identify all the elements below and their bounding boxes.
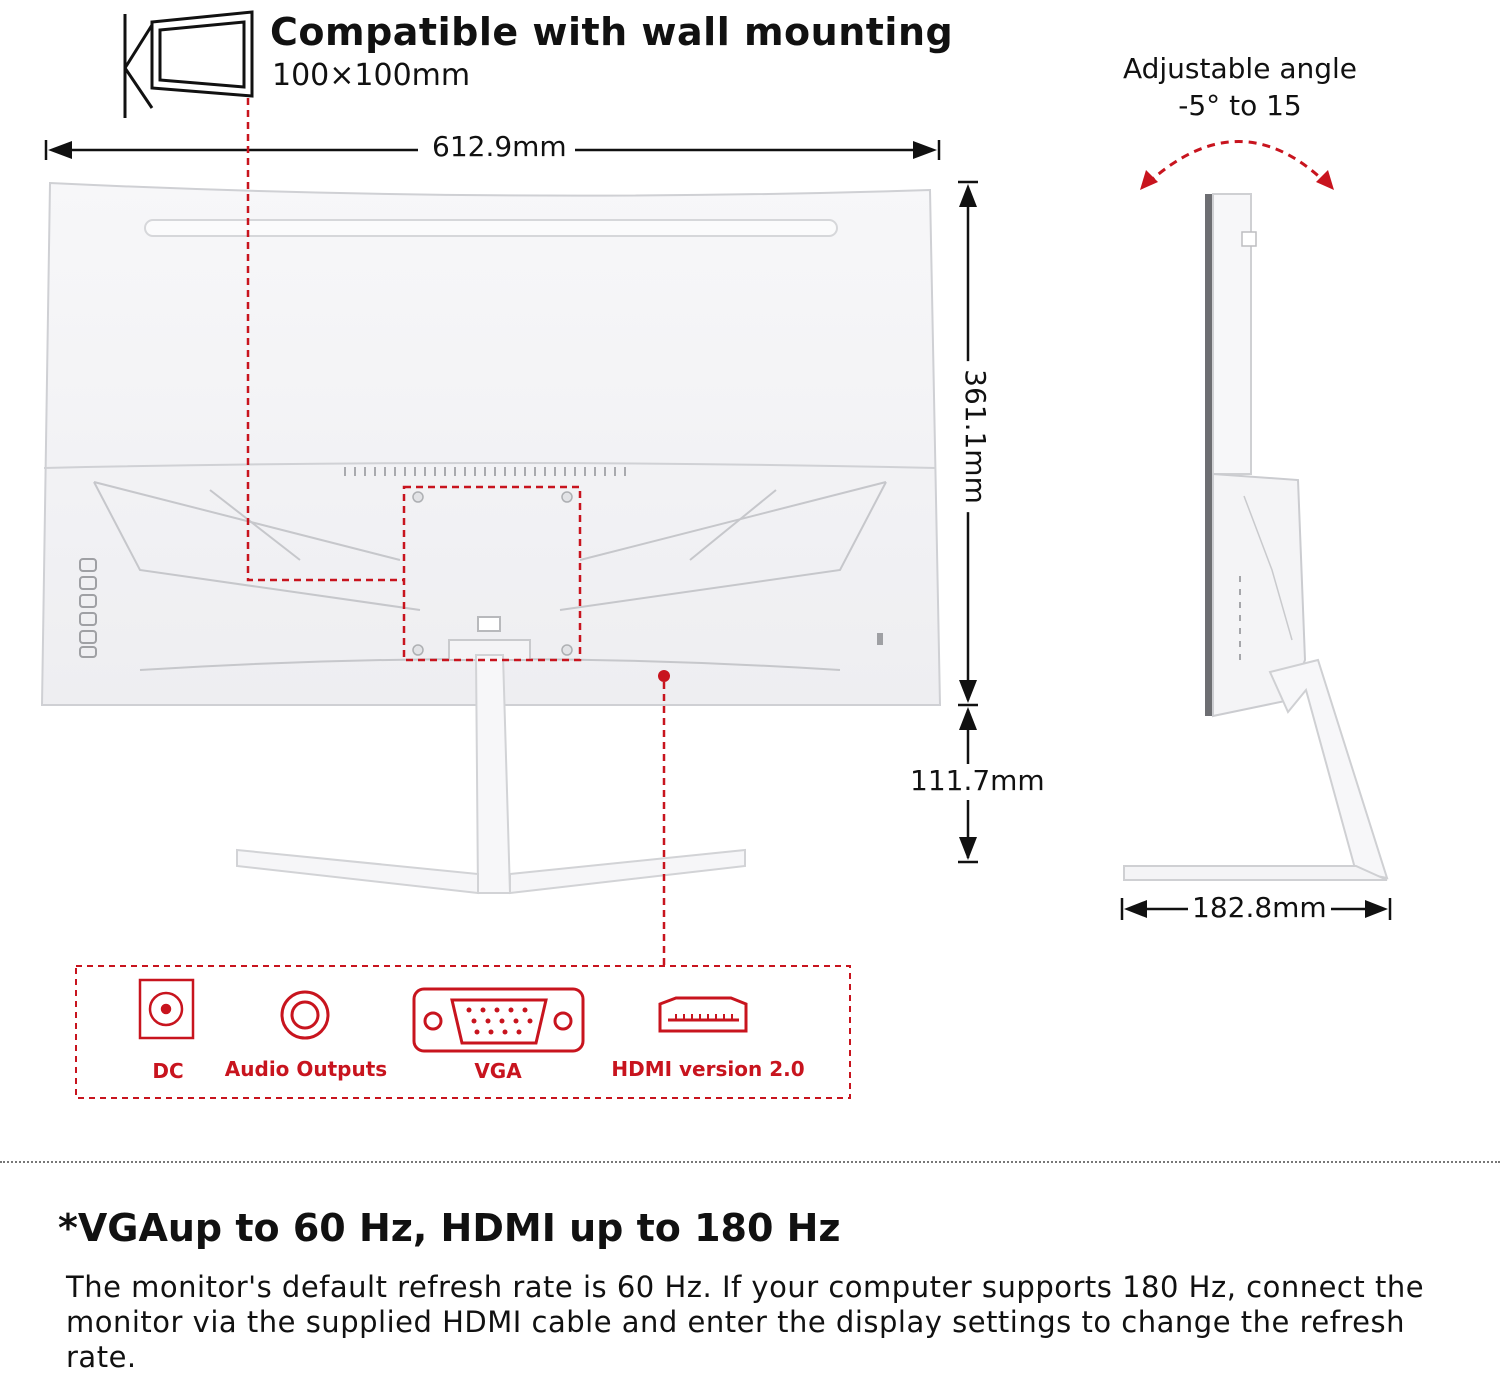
tilt-angle-line2: -5° to 15 [1178, 89, 1302, 122]
monitor-side-view [1123, 193, 1389, 881]
ports-panel [75, 965, 851, 1099]
wall-mount-title: Compatible with wall mounting [270, 10, 954, 54]
width-dimension-label: 612.9mm [424, 130, 575, 163]
audio-jack-icon [280, 990, 330, 1040]
refresh-rate-description: The monitor's default refresh rate is 60… [66, 1270, 1425, 1374]
tilt-angle-line1: Adjustable angle [1122, 52, 1358, 85]
vesa-mount-area [246, 98, 582, 662]
vga-port-icon [412, 987, 585, 1053]
stand-height-label: 111.7mm [902, 764, 1053, 797]
tilt-angle-label: Adjustable angle -5° to 15 [1100, 50, 1380, 124]
vesa-screw-holes [412, 491, 573, 656]
port-label-dc: DC [152, 1059, 184, 1083]
tilt-arrow-right-head [1316, 170, 1334, 190]
depth-dimension-line [1120, 898, 1392, 920]
hdmi-port-icon [658, 996, 748, 1033]
vesa-size: 100×100mm [272, 58, 471, 93]
refresh-rate-title: *VGAup to 60 Hz, HDMI up to 180 Hz [58, 1206, 841, 1250]
monitor-back-view [40, 181, 942, 895]
port-label-audio: Audio Outputs [224, 1057, 388, 1081]
tilt-arrow-left-head [1140, 170, 1158, 190]
ports-leader-line [658, 670, 670, 965]
width-dimension-line [44, 140, 941, 160]
height-dimension-line [958, 180, 978, 707]
section-divider [0, 1161, 1500, 1163]
tilt-arrow-icon [1146, 140, 1328, 185]
dc-power-icon [138, 978, 195, 1040]
port-label-hdmi: HDMI version 2.0 [611, 1057, 805, 1081]
wall-mount-icon [123, 10, 254, 118]
port-label-vga: VGA [474, 1059, 522, 1083]
stand-depth-label: 182.8mm [1188, 891, 1331, 924]
panel-height-label: 361.1mm [958, 361, 992, 512]
stand-height-dimension-line [958, 707, 978, 864]
